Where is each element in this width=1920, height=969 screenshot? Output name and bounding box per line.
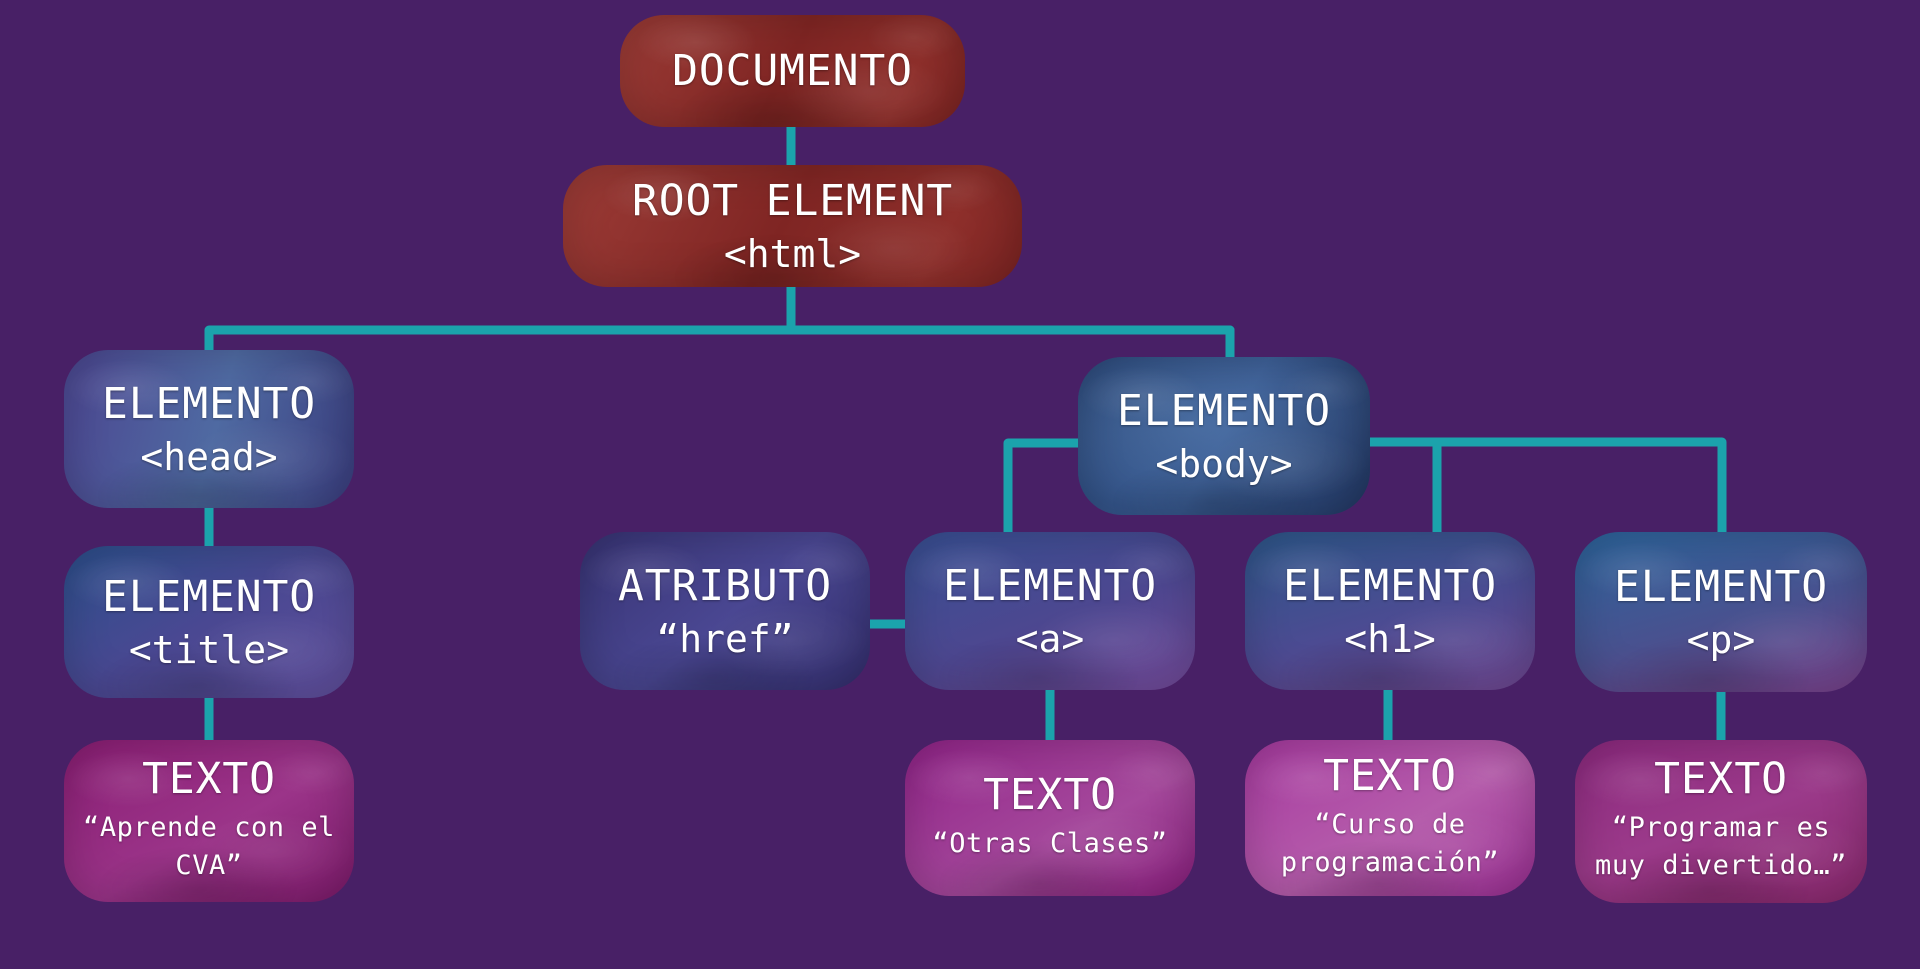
node-h1-tag: <h1> (1344, 616, 1436, 661)
node-texto-h1-value: “Curso de programación” (1280, 808, 1500, 878)
connector-root-children (204, 287, 1235, 360)
node-elemento-p: ELEMENTO <p> (1575, 532, 1867, 692)
node-texto-p-value: “Programar es muy divertido…” (1595, 812, 1847, 881)
node-a-title: ELEMENTO (943, 560, 1157, 611)
node-title-tag: <title> (128, 627, 290, 672)
node-head-tag: <head> (140, 434, 278, 479)
node-texto-h1: TEXTO “Curso de programación” (1245, 740, 1535, 896)
node-texto-h1-label: TEXTO (1323, 750, 1457, 801)
node-body-tag: <body> (1155, 441, 1293, 486)
node-documento-title: DOCUMENTO (672, 45, 913, 96)
node-p-tag: <p> (1686, 617, 1756, 662)
node-texto-p-label: TEXTO (1654, 754, 1788, 805)
node-texto-p: TEXTO “Programar es muy divertido…” (1575, 740, 1867, 903)
node-documento: DOCUMENTO (620, 15, 965, 127)
node-a-tag: <a> (1015, 616, 1085, 661)
node-elemento-h1: ELEMENTO <h1> (1245, 532, 1535, 690)
node-h1-title: ELEMENTO (1283, 560, 1497, 611)
node-title-title: ELEMENTO (102, 571, 316, 622)
connector-body-h1-p (1369, 437, 1727, 534)
node-atributo-title: ATRIBUTO (618, 560, 832, 611)
node-elemento-body: ELEMENTO <body> (1078, 357, 1370, 515)
node-elemento-title: ELEMENTO <title> (64, 546, 354, 698)
node-atributo-value: “href” (656, 616, 794, 661)
node-texto-a-value: “Otras Clases” (932, 827, 1168, 859)
node-texto-a-label: TEXTO (983, 769, 1117, 820)
node-head-title: ELEMENTO (102, 378, 316, 429)
node-texto-title: TEXTO “Aprende con el CVA” (64, 740, 354, 902)
node-elemento-head: ELEMENTO <head> (64, 350, 354, 508)
node-texto-title-label: TEXTO (142, 753, 276, 804)
node-elemento-a: ELEMENTO <a> (905, 532, 1195, 690)
node-atributo-href: ATRIBUTO “href” (580, 532, 870, 690)
node-root-title: ROOT ELEMENT (632, 175, 953, 226)
node-p-title: ELEMENTO (1614, 561, 1828, 612)
node-root-tag: <html> (723, 231, 862, 276)
node-body-title: ELEMENTO (1117, 385, 1331, 436)
connector-body-a (1003, 438, 1078, 534)
node-texto-a: TEXTO “Otras Clases” (905, 740, 1195, 896)
node-root-element: ROOT ELEMENT <html> (563, 165, 1022, 287)
node-texto-title-value: “Aprende con el CVA” (83, 811, 335, 881)
